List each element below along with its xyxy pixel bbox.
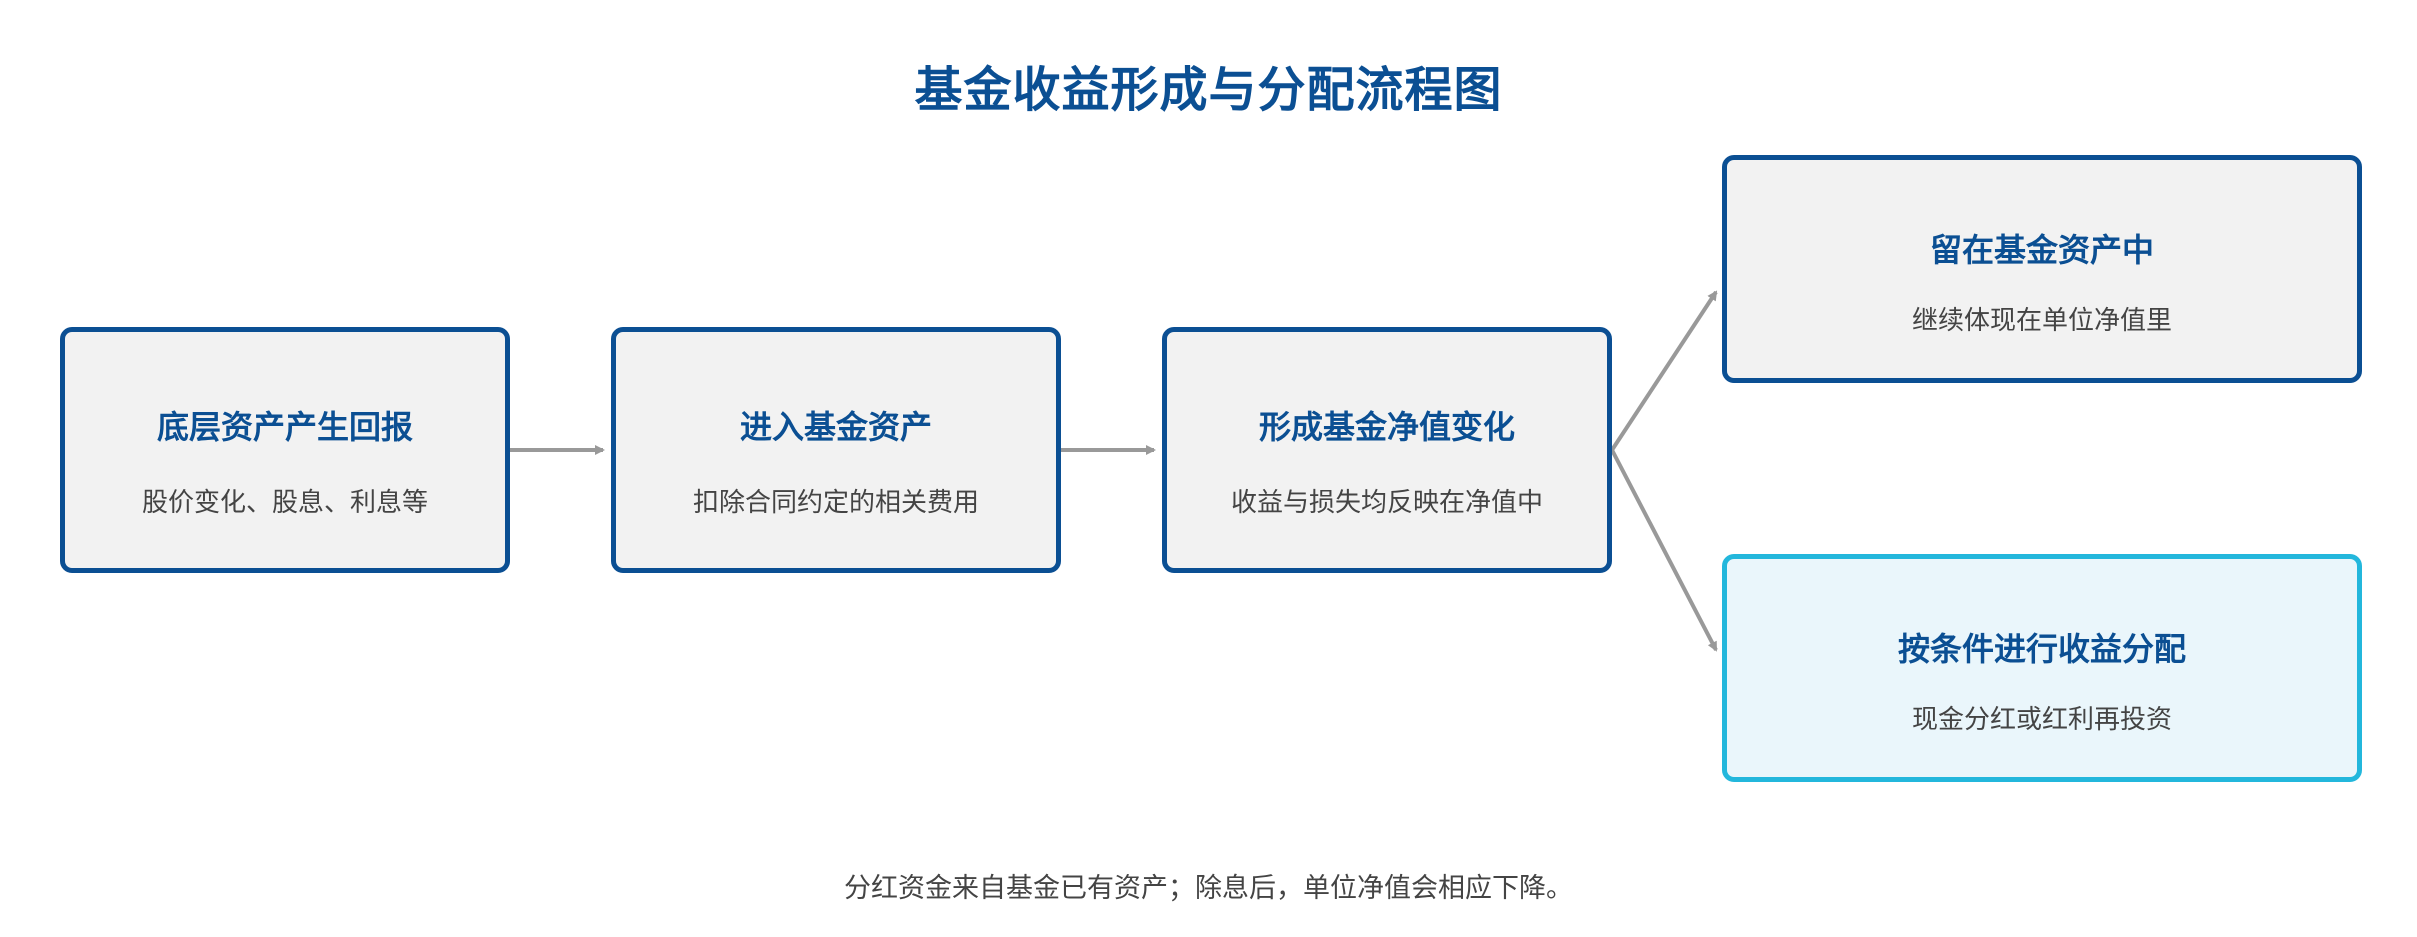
node-desc: 继续体现在单位净值里 — [1911, 306, 2172, 336]
node-underlying-returns: 底层资产产生回报 股价变化、股息、利息等 — [60, 327, 510, 573]
node-title: 进入基金资产 — [739, 408, 932, 446]
footnote: 分红资金来自基金已有资产；除息后，单位净值会相应下降。 — [844, 873, 1573, 904]
node-distribute-income: 按条件进行收益分配 现金分红或红利再投资 — [1722, 554, 2362, 782]
node-title: 形成基金净值变化 — [1258, 408, 1515, 446]
node-enter-fund-assets: 进入基金资产 扣除合同约定的相关费用 — [611, 327, 1061, 573]
node-desc: 股价变化、股息、利息等 — [141, 488, 428, 518]
page-title: 基金收益形成与分配流程图 — [914, 62, 1503, 118]
node-title: 留在基金资产中 — [1929, 231, 2154, 269]
arrow-3-to-4 — [1610, 290, 1718, 452]
node-desc: 扣除合同约定的相关费用 — [692, 488, 979, 518]
arrow-3-to-5 — [1610, 449, 1718, 652]
node-title: 底层资产产生回报 — [156, 408, 413, 446]
node-title: 按条件进行收益分配 — [1897, 630, 2186, 668]
node-desc: 现金分红或红利再投资 — [1911, 705, 2172, 735]
node-retain-in-fund: 留在基金资产中 继续体现在单位净值里 — [1722, 155, 2362, 383]
node-desc: 收益与损失均反映在净值中 — [1230, 488, 1543, 518]
node-nav-change: 形成基金净值变化 收益与损失均反映在净值中 — [1162, 327, 1612, 573]
